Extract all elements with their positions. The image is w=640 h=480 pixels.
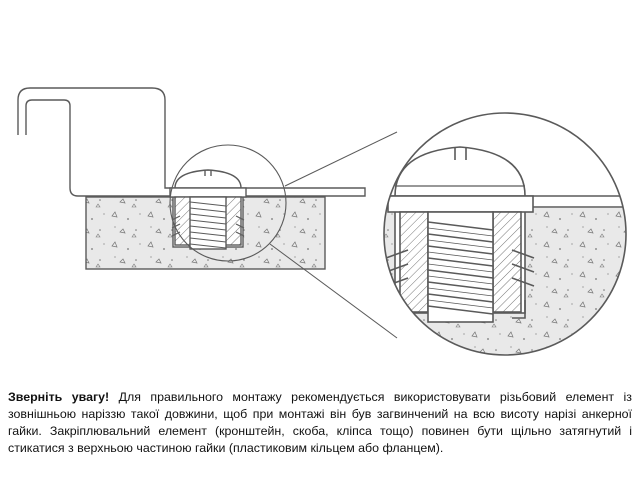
installation-note: Зверніть увагу! Для правильного монтажу …	[8, 389, 632, 457]
bracket	[17, 87, 366, 197]
note-lead: Зверніть увагу!	[8, 390, 110, 404]
screw-head	[174, 169, 242, 189]
overview-drawing	[17, 87, 398, 339]
note-body: Для правильного монтажу рекомендується в…	[8, 390, 632, 455]
installation-diagram	[17, 87, 627, 356]
nut-flange	[169, 187, 247, 198]
detail-marker-circle	[169, 144, 287, 262]
detail-drawing	[383, 112, 627, 356]
detail-magnifier-circle	[383, 112, 627, 356]
